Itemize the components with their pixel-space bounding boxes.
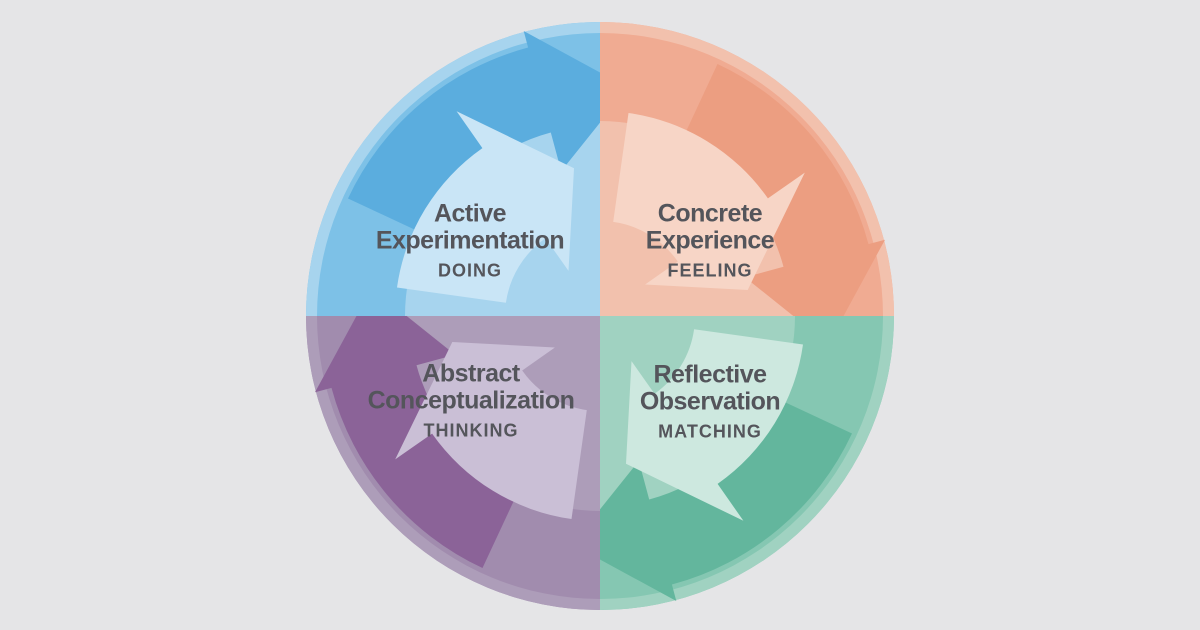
quadrant-abstract-conceptualization: [306, 316, 600, 610]
quadrant-concrete-experience: [600, 22, 894, 316]
quadrant-reflective-observation: [600, 316, 894, 610]
quadrant-active-experimentation: [306, 22, 600, 316]
